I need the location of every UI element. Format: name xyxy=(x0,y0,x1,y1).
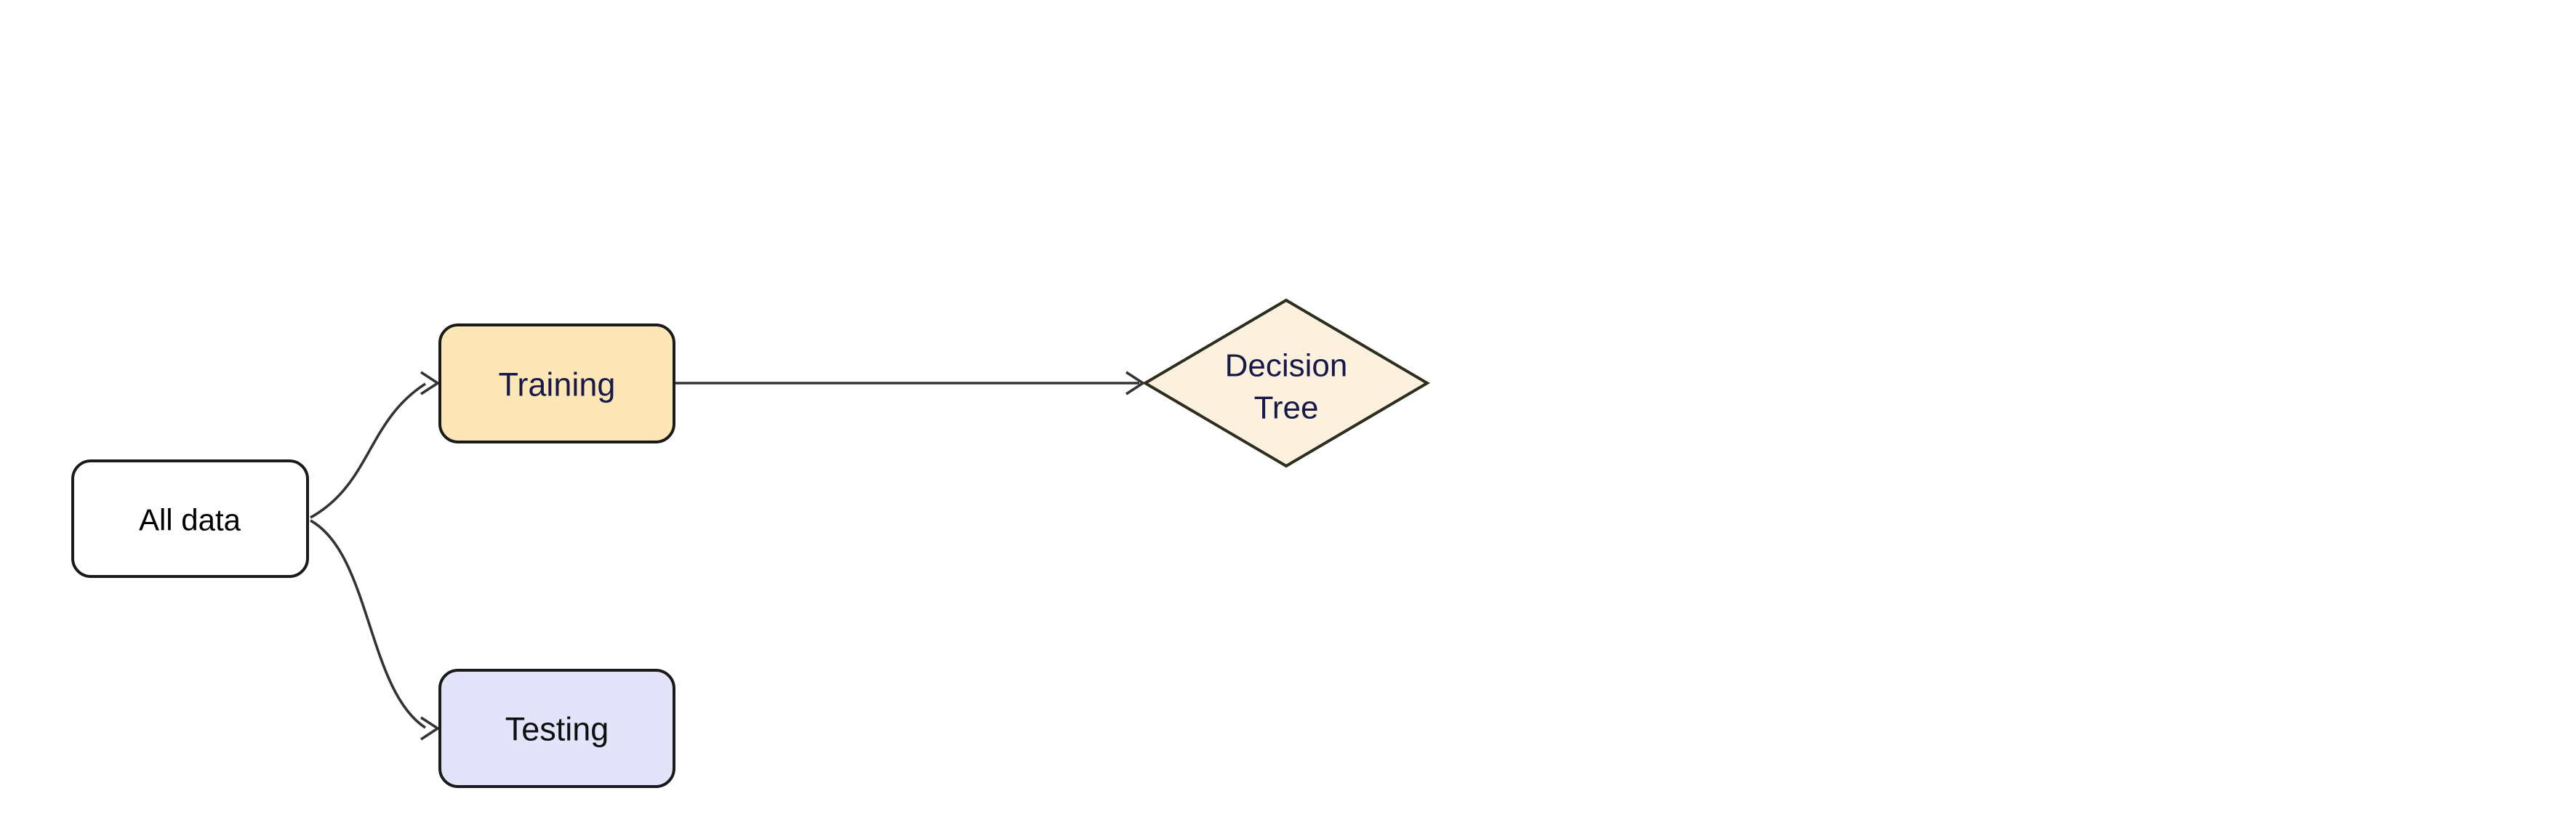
node-training-label: Training xyxy=(499,366,616,403)
edge-all-data-to-training xyxy=(310,382,426,519)
node-decision-tree-shape xyxy=(1142,298,1430,468)
node-training-shape xyxy=(438,323,675,443)
node-decision-tree-label-line1: Decision xyxy=(1225,348,1348,384)
node-decision-tree: Decision Tree xyxy=(1142,298,1430,468)
node-decision-tree-label-line2: Tree xyxy=(1254,390,1319,426)
arrowhead-training-icon xyxy=(420,371,441,395)
node-all-data: All data xyxy=(71,459,309,578)
node-all-data-shape xyxy=(71,459,309,578)
node-testing: Testing xyxy=(438,669,675,788)
node-testing-label: Testing xyxy=(505,711,609,748)
edge-all-data-to-testing xyxy=(310,519,426,729)
arrowhead-testing-icon xyxy=(420,716,441,741)
node-all-data-label: All data xyxy=(139,503,241,537)
node-training: Training xyxy=(438,323,675,443)
node-testing-shape xyxy=(438,669,675,788)
